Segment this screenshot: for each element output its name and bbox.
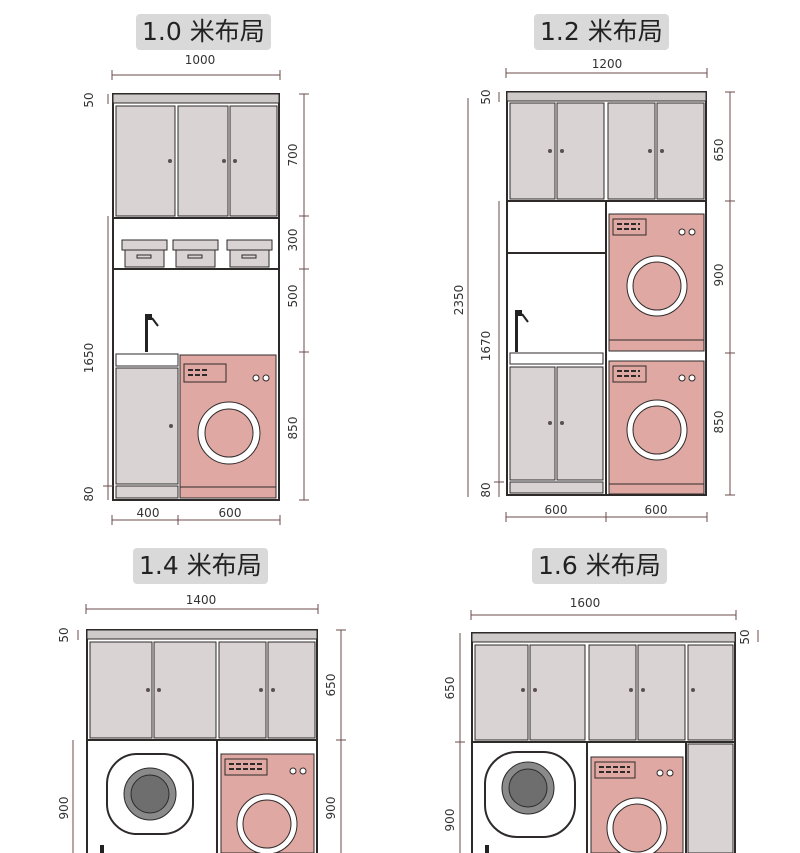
panel-2-dim-80: 80 (479, 482, 493, 497)
panel-1-storage-boxes (121, 239, 273, 268)
panel-1-dim-500: 500 (286, 285, 300, 308)
panel-1-dim-300: 300 (286, 229, 300, 252)
panel-2-bottom-600b: 600 (645, 503, 668, 517)
panel-2-washer (608, 360, 705, 495)
panel-title-1: 1.0 米布局 (136, 14, 271, 50)
panel-4-dim-50: 50 (738, 629, 752, 644)
panel-3-dim-650: 650 (324, 674, 338, 697)
panel-3-dim-900-right: 900 (324, 797, 338, 820)
panel-1-upper-door (115, 105, 176, 217)
panel-2-dim-650: 650 (712, 139, 726, 162)
panel-4-width-label: 1600 (570, 596, 601, 610)
panel-2-dim-2350: 2350 (452, 285, 466, 316)
panel-2-dim-50: 50 (479, 89, 493, 104)
panel-2-width-label: 1200 (592, 57, 623, 71)
panel-3-dim-900-left: 900 (57, 797, 71, 820)
panel-2-bottom-600a: 600 (545, 503, 568, 517)
panel-1-width-label: 1000 (185, 53, 216, 67)
panel-1-upper-door (229, 105, 278, 217)
panel-1-washer (179, 354, 277, 499)
panel-4-diagram: 1600 650 (443, 596, 759, 853)
panel-3-washer (220, 753, 315, 853)
panel-3-width-label: 1400 (186, 593, 217, 607)
panel-title-2: 1.2 米布局 (534, 14, 669, 50)
panel-4-washer (590, 756, 684, 853)
panel-2-dryer (608, 213, 705, 352)
panel-1-dim-50: 50 (82, 92, 96, 107)
panel-1-lower-door (115, 367, 179, 485)
panel-title-3: 1.4 米布局 (133, 548, 268, 584)
panel-4-dim-900: 900 (443, 809, 457, 832)
panel-2-dim-900: 900 (712, 264, 726, 287)
panel-1-upper-door (177, 105, 229, 217)
panel-2-dim-850: 850 (712, 411, 726, 434)
panel-title-4: 1.6 米布局 (532, 548, 667, 584)
panel-1-diagram: 1000 (82, 53, 309, 525)
panel-3-top-washer (106, 753, 194, 835)
panel-1-dim-700: 700 (286, 144, 300, 167)
panel-3-diagram: 1400 50 900 (57, 593, 346, 853)
panel-1-bottom-600: 600 (219, 506, 242, 520)
panel-1-sink-faucet (115, 314, 179, 367)
panel-1-dim-80: 80 (82, 486, 96, 501)
panel-1-dim-850: 850 (286, 417, 300, 440)
panel-2-diagram: 1200 (452, 57, 735, 522)
panel-3-dim-50: 50 (57, 627, 71, 642)
panel-1-bottom-400: 400 (137, 506, 160, 520)
panel-1-dim-1650: 1650 (82, 343, 96, 374)
panel-2-dim-1670: 1670 (479, 331, 493, 362)
panel-4-dim-650: 650 (443, 677, 457, 700)
panel-4-top-washer (484, 751, 576, 838)
